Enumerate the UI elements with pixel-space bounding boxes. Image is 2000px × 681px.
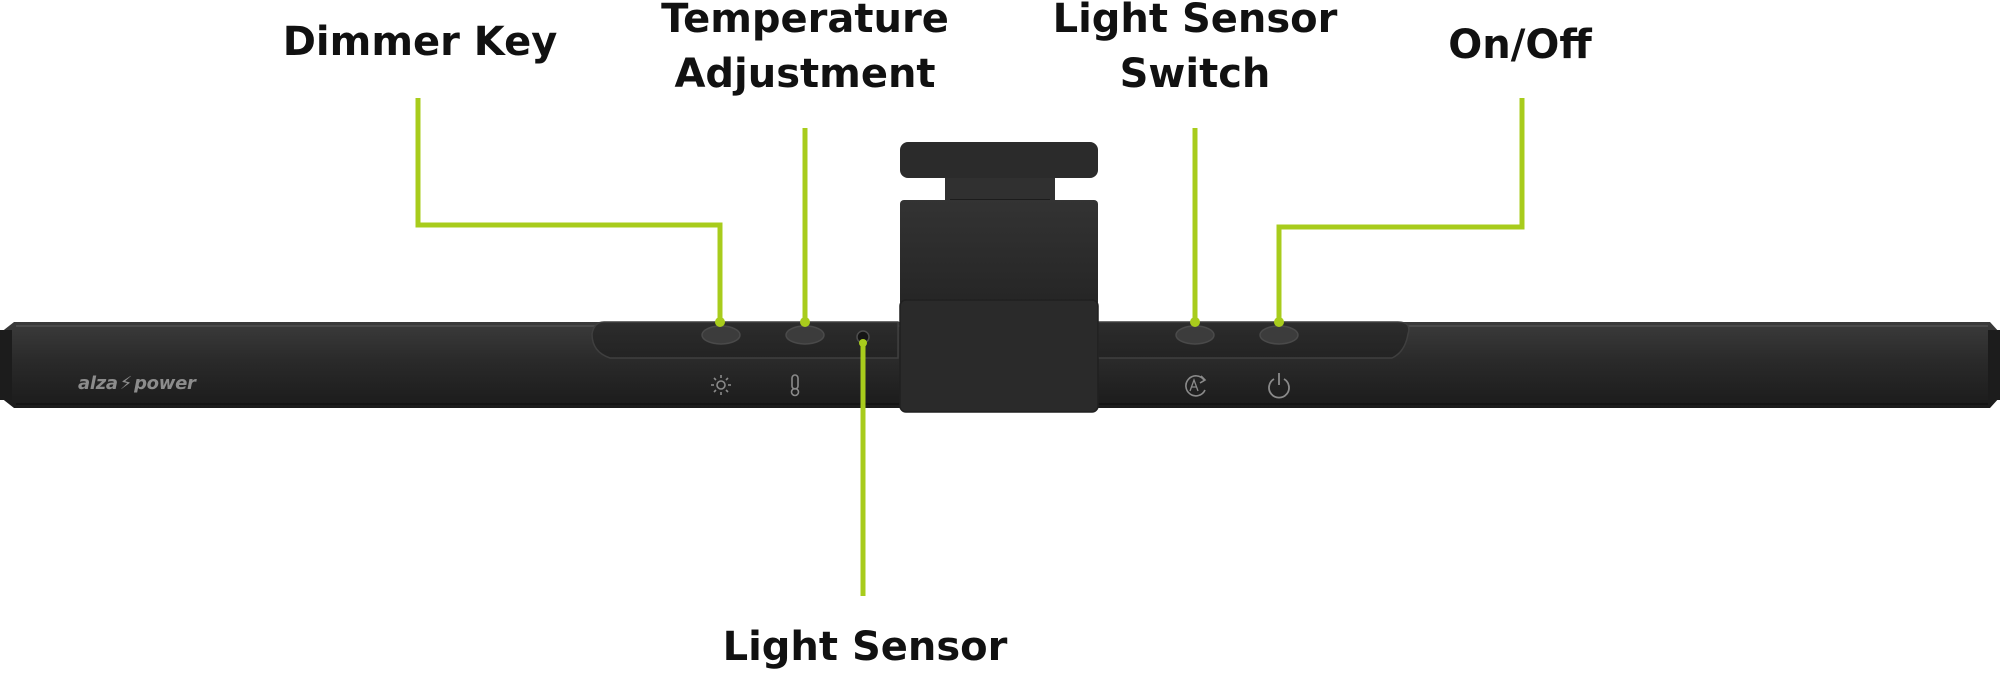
brand-logo: alza⚡power xyxy=(78,373,196,394)
light-sensor-switch-label: Light Sensor Switch xyxy=(1025,0,1365,102)
brightness-icon xyxy=(711,375,731,395)
clip-body xyxy=(899,299,1099,413)
leader-dots xyxy=(715,317,1284,347)
clip-top-piece xyxy=(900,142,1098,178)
on-off-button[interactable] xyxy=(1259,325,1299,345)
temperature-adjustment-label-line2: Adjustment xyxy=(674,51,936,97)
lightning-bolt-icon: ⚡ xyxy=(119,373,133,394)
on-off-leader xyxy=(1276,98,1525,322)
dimmer-key-leader xyxy=(415,98,723,322)
clip-hinge xyxy=(945,178,1055,202)
clip-front-panel xyxy=(900,200,1098,306)
brand-name-right: power xyxy=(134,373,196,394)
light-sensor-switch-label-line2: Switch xyxy=(1119,51,1271,97)
right-end-cap xyxy=(1988,330,2000,400)
light-sensor-switch-label-line1: Light Sensor xyxy=(1052,0,1338,42)
temperature-adjustment-button[interactable] xyxy=(785,325,825,345)
thermometer-icon xyxy=(790,374,800,397)
left-control-panel xyxy=(591,321,899,359)
dimmer-key-button[interactable] xyxy=(701,325,741,345)
leader-lines xyxy=(415,98,1525,596)
temperature-adjustment-label-line1: Temperature xyxy=(661,0,949,42)
dimmer-key-label-text: Dimmer Key xyxy=(282,19,558,65)
dimmer-key-label: Dimmer Key xyxy=(255,15,585,70)
brand-name-left: alza xyxy=(78,373,118,394)
right-control-panel xyxy=(1097,321,1410,359)
light-sensor-label: Light Sensor xyxy=(705,620,1025,675)
on-off-label-text: On/Off xyxy=(1448,22,1592,68)
left-end-cap xyxy=(0,330,12,400)
light-sensor-switch-button[interactable] xyxy=(1175,325,1215,345)
monitor-clip xyxy=(899,142,1099,413)
on-off-label: On/Off xyxy=(1425,18,1615,73)
temperature-adjustment-label: Temperature Adjustment xyxy=(640,0,970,102)
light-sensor-label-text: Light Sensor xyxy=(722,624,1008,670)
power-icon xyxy=(1268,373,1290,399)
auto-sensor-icon xyxy=(1185,375,1207,397)
